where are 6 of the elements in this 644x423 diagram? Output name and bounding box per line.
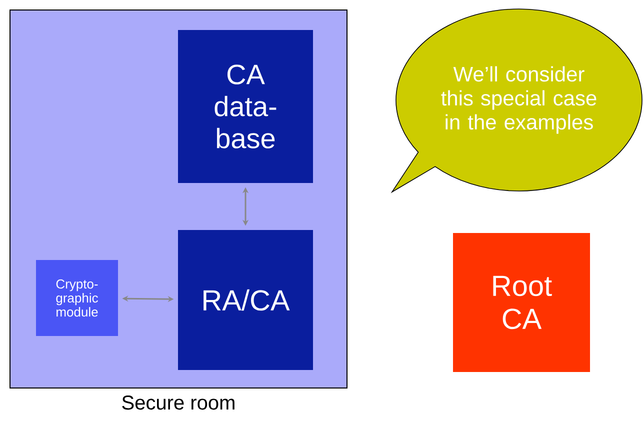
- process-box: CA data-base: [178, 30, 313, 183]
- speech-bubble: We’ll consider this special case in the examples: [392, 8, 642, 192]
- process-box: Root CA: [453, 233, 590, 372]
- module-box: Crypto-graphic module: [36, 260, 118, 336]
- node-label: Secure room: [122, 396, 234, 410]
- process-box: RA/CA: [178, 230, 313, 370]
